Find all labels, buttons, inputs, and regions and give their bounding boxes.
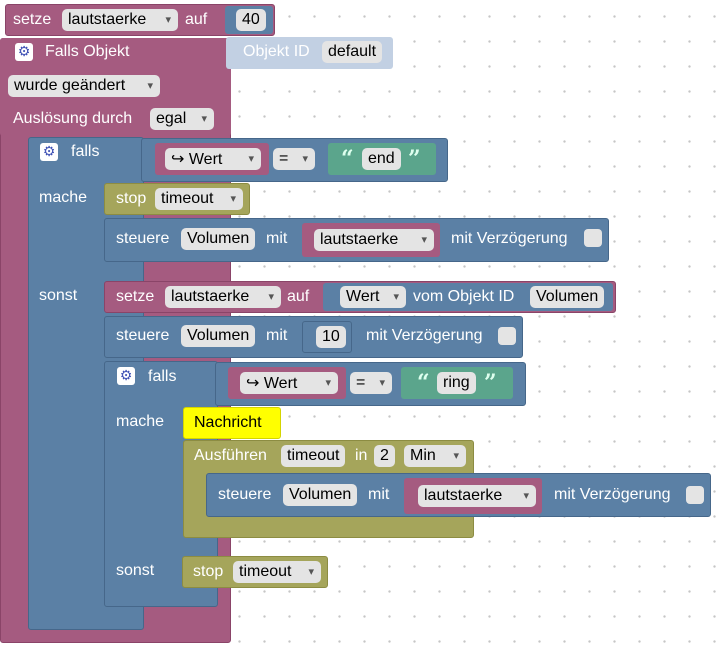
else-label: sonst — [116, 562, 155, 579]
operator-dropdown[interactable]: = — [273, 148, 315, 170]
close-quote-icon: ” — [484, 370, 497, 396]
object-id-value[interactable]: default — [322, 41, 383, 63]
gear-icon[interactable]: ⚙ — [117, 367, 135, 385]
with-label: mit — [368, 486, 390, 503]
stop-target-dropdown[interactable]: timeout — [155, 188, 243, 210]
do-label: mache — [39, 189, 88, 206]
value-var-dropdown[interactable]: lautstaerke — [314, 229, 434, 251]
trigger-by-dropdown[interactable]: egal — [150, 108, 214, 130]
control-label: steuere — [116, 230, 170, 247]
set-label: setze — [116, 288, 155, 305]
if-label: falls — [71, 143, 100, 160]
number-value[interactable]: 40 — [236, 9, 266, 31]
delay-label: mit Verzögerung — [554, 486, 671, 503]
close-quote-icon: ” — [408, 146, 421, 172]
in-label: in — [355, 447, 368, 464]
from-object-label: vom Objekt ID — [413, 288, 515, 305]
value-var-label: Wert — [188, 151, 223, 168]
text-value[interactable]: end — [362, 148, 401, 170]
object-field[interactable]: Volumen — [530, 286, 605, 308]
text-value[interactable]: ring — [437, 372, 476, 394]
trigger-by-label: Auslösung durch — [13, 110, 133, 127]
value-var-dropdown[interactable]: ↪ Wert — [240, 372, 338, 394]
value-var-dropdown[interactable]: ↪ Wert — [165, 148, 261, 170]
gear-icon[interactable]: ⚙ — [15, 43, 33, 61]
state-field[interactable]: Volumen — [181, 228, 256, 250]
delay-checkbox[interactable] — [584, 229, 602, 247]
stop-target-dropdown[interactable]: timeout — [233, 561, 321, 583]
variable-dropdown[interactable]: lautstaerke — [62, 9, 178, 31]
return-arrow-icon: ↪ — [246, 373, 260, 392]
else-label: sonst — [39, 287, 78, 304]
delay-label: mit Verzögerung — [451, 230, 568, 247]
with-label: mit — [266, 230, 288, 247]
control-label: steuere — [218, 486, 272, 503]
execute-label: Ausführen — [194, 447, 267, 464]
set-label: setze — [13, 11, 52, 28]
open-quote-icon: “ — [341, 146, 354, 172]
operator-dropdown[interactable]: = — [350, 372, 392, 394]
gear-icon[interactable]: ⚙ — [40, 143, 58, 161]
changed-dropdown[interactable]: wurde geändert — [8, 75, 160, 97]
delay-checkbox[interactable] — [498, 327, 516, 345]
to-label: auf — [287, 288, 310, 305]
do-label: mache — [116, 413, 165, 430]
duration-field[interactable]: 2 — [374, 445, 395, 467]
trigger-title: Falls Objekt — [45, 43, 130, 60]
variable-dropdown[interactable]: lautstaerke — [165, 286, 281, 308]
return-arrow-icon: ↪ — [171, 149, 185, 168]
value-var-label: Wert — [263, 375, 298, 392]
comment-block[interactable] — [183, 407, 281, 439]
if-label: falls — [148, 368, 177, 385]
unit-dropdown[interactable]: Min — [404, 445, 466, 467]
state-field[interactable]: Volumen — [283, 484, 358, 506]
value-var-dropdown[interactable]: lautstaerke — [418, 485, 536, 507]
control-label: steuere — [116, 327, 170, 344]
attribute-dropdown[interactable]: Wert — [340, 286, 406, 308]
timeout-name-field[interactable]: timeout — [281, 445, 346, 467]
delay-checkbox[interactable] — [686, 486, 704, 504]
to-label: auf — [185, 11, 208, 28]
delay-label: mit Verzögerung — [366, 327, 483, 344]
state-field[interactable]: Volumen — [181, 325, 256, 347]
stop-label: stop — [193, 563, 224, 580]
with-label: mit — [266, 327, 288, 344]
open-quote-icon: “ — [417, 370, 430, 396]
comment-label: Nachricht — [194, 414, 262, 431]
stop-label: stop — [116, 190, 147, 207]
number-value[interactable]: 10 — [316, 326, 346, 348]
object-id-label: Objekt ID — [243, 43, 310, 60]
